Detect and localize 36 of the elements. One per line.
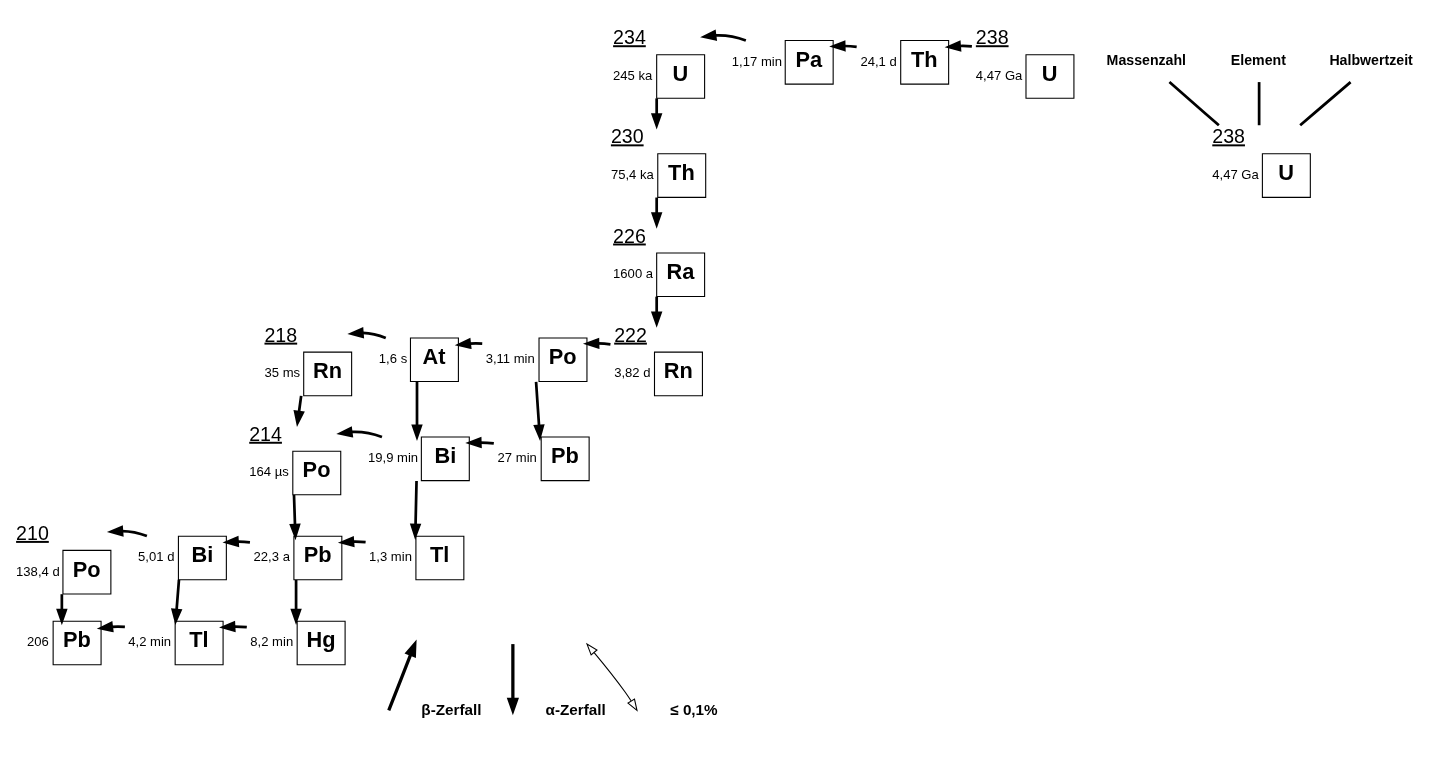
node-label: 164 µs <box>249 463 289 479</box>
node-label: 206 <box>26 633 49 649</box>
node-label: 245 ka <box>613 67 653 83</box>
node-label: 35 ms <box>264 364 301 380</box>
node-label: 138,4 d <box>16 563 60 579</box>
node-text: Massenzahl <box>1106 51 1187 68</box>
node-label: 8,2 min <box>250 633 294 649</box>
node-label: 5,01 d <box>138 548 175 564</box>
node-label: 1,17 min <box>731 53 782 69</box>
node-label: 210 <box>16 521 49 544</box>
legend-label: β-Zerfall <box>421 700 482 718</box>
node-label: 238 <box>975 25 1009 48</box>
node-label: 218 <box>264 323 298 346</box>
node-label: 1,6 s <box>378 350 408 366</box>
node-label: 230 <box>610 124 644 147</box>
node-label: 22,3 a <box>253 548 290 564</box>
node-label: 234 <box>613 25 646 48</box>
node-label: 19,9 min <box>367 449 419 465</box>
node-label: 3,82 d <box>614 364 651 380</box>
node-label: 1600 a <box>613 265 654 281</box>
node-label: 75,4 ka <box>610 166 654 182</box>
node-text: Halbwertzeit <box>1329 51 1413 68</box>
node-label: 226 <box>613 224 646 246</box>
node-label: 222 <box>614 323 647 346</box>
node-label: 4,47 Ga <box>975 67 1023 83</box>
node-label: 4,47 Ga <box>1212 166 1259 182</box>
node-label: 1,3 min <box>369 548 412 564</box>
node-label: 4,2 min <box>128 633 172 649</box>
node-label: 3,11 min <box>485 350 535 366</box>
node-label: 24,1 d <box>860 53 897 69</box>
legend-label: α-Zerfall <box>545 700 606 718</box>
legend-label: ≤ 0,1% <box>670 700 718 718</box>
node-label: 27 min <box>497 449 537 465</box>
node-label: 238 <box>1212 124 1245 147</box>
node-text: Element <box>1230 51 1286 68</box>
node-label: 214 <box>249 422 282 445</box>
